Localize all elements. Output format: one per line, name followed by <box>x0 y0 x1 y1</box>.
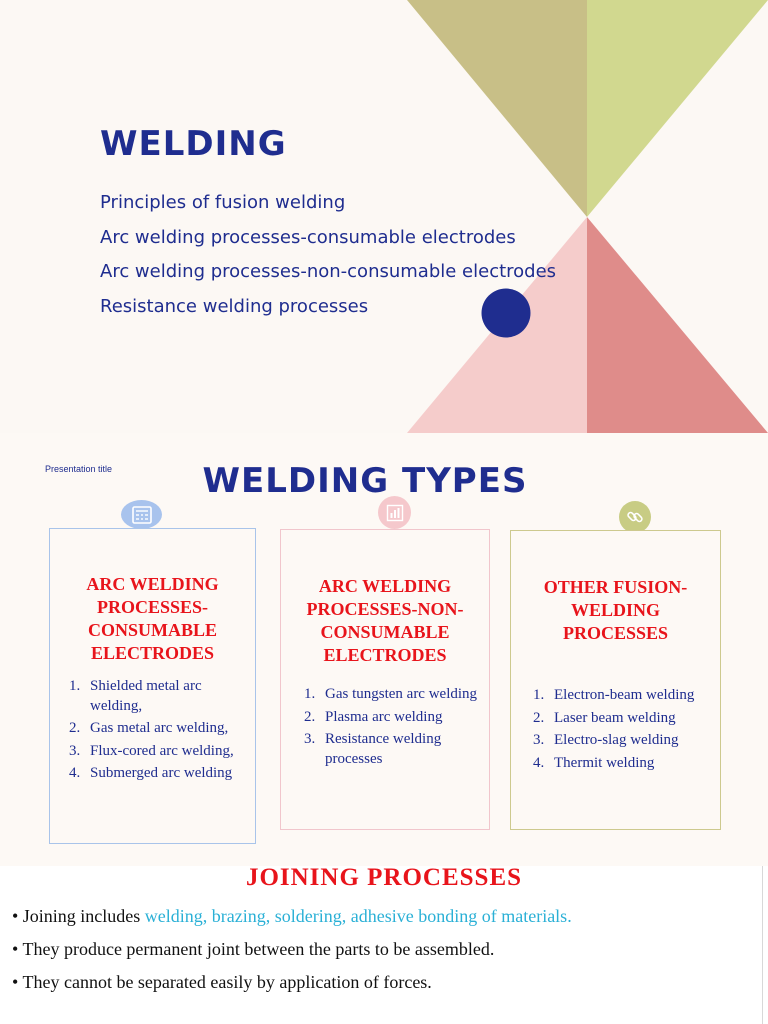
rose-triangle <box>587 217 768 433</box>
list-item: 4.Thermit welding <box>533 754 655 771</box>
navy-dot <box>481 288 531 338</box>
list-item: 1.Electron-beam welding <box>533 687 695 703</box>
slide-welding-intro: WELDING Principles of fusion welding Arc… <box>0 0 768 433</box>
list-item: 2.Plasma arc welding <box>304 708 443 725</box>
topic-item: Arc welding processes-consumable electro… <box>100 226 516 248</box>
slide-title: WELDING TYPES <box>202 461 528 501</box>
topic-list: Principles of fusion welding Arc welding… <box>100 186 560 324</box>
calculator-icon <box>121 500 162 529</box>
bullet-list: • Joining includes welding, brazing, sol… <box>12 904 742 1003</box>
card-heading: OTHER FUSION-WELDING PROCESSES <box>543 577 688 643</box>
list-item: 3.Resistance welding processes <box>304 731 442 767</box>
slide-title: JOINING PROCESSES <box>245 866 523 891</box>
slide-edge-divider <box>762 866 763 1024</box>
bullet-item: • They produce permanent joint between t… <box>12 939 495 959</box>
bullet-item: • They cannot be separated easily by app… <box>12 972 432 992</box>
card-non-consumable-electrodes: ARC WELDING PROCESSES-NON-CONSUMABLE ELE… <box>280 529 490 830</box>
presentation-title: Presentation title <box>45 464 113 474</box>
list-item: 1.Shielded metal arc welding, <box>69 678 202 714</box>
card-other-fusion-welding: OTHER FUSION-WELDING PROCESSES 1.Electro… <box>510 530 721 830</box>
decorative-triangles <box>407 0 768 433</box>
list-item: 4.Submerged arc welding <box>69 765 233 781</box>
process-list: 1.Shielded metal arc welding, 2.Gas meta… <box>69 677 247 787</box>
topic-item: Resistance welding processes <box>100 295 369 317</box>
list-item: 3.Flux-cored arc welding, <box>69 742 234 759</box>
bullet-item: • Joining includes welding, brazing, sol… <box>12 906 572 926</box>
card-consumable-electrodes: ARC WELDING PROCESSES-CONSUMABLE ELECTRO… <box>49 528 256 844</box>
process-list: 1.Gas tungsten arc welding 2.Plasma arc … <box>304 685 481 772</box>
list-item: 3.Electro-slag welding <box>533 732 679 748</box>
card-heading: ARC WELDING PROCESSES-NON-CONSUMABLE ELE… <box>306 576 464 665</box>
process-list: 1.Electron-beam welding 2.Laser beam wel… <box>533 686 712 776</box>
olive-triangle <box>407 0 587 217</box>
list-item: 2.Gas metal arc welding, <box>69 720 229 736</box>
bar-chart-icon <box>378 496 411 529</box>
highlighted-text: welding, brazing, soldering, adhesive bo… <box>144 906 572 926</box>
topic-item: Principles of fusion welding <box>100 192 346 213</box>
slide-title: WELDING <box>100 124 287 164</box>
list-item: 1.Gas tungsten arc welding <box>304 686 478 702</box>
list-item: 2.Laser beam welding <box>533 709 676 726</box>
slide-welding-types: Presentation title WELDING TYPES ARC WEL… <box>0 433 768 866</box>
card-heading: ARC WELDING PROCESSES-CONSUMABLE ELECTRO… <box>86 574 219 663</box>
topic-item: Arc welding processes-non-consumable ele… <box>100 261 557 282</box>
slide-joining-processes: JOINING PROCESSES • Joining includes wel… <box>0 866 768 1024</box>
link-icon <box>619 501 651 533</box>
lime-triangle <box>587 0 768 217</box>
